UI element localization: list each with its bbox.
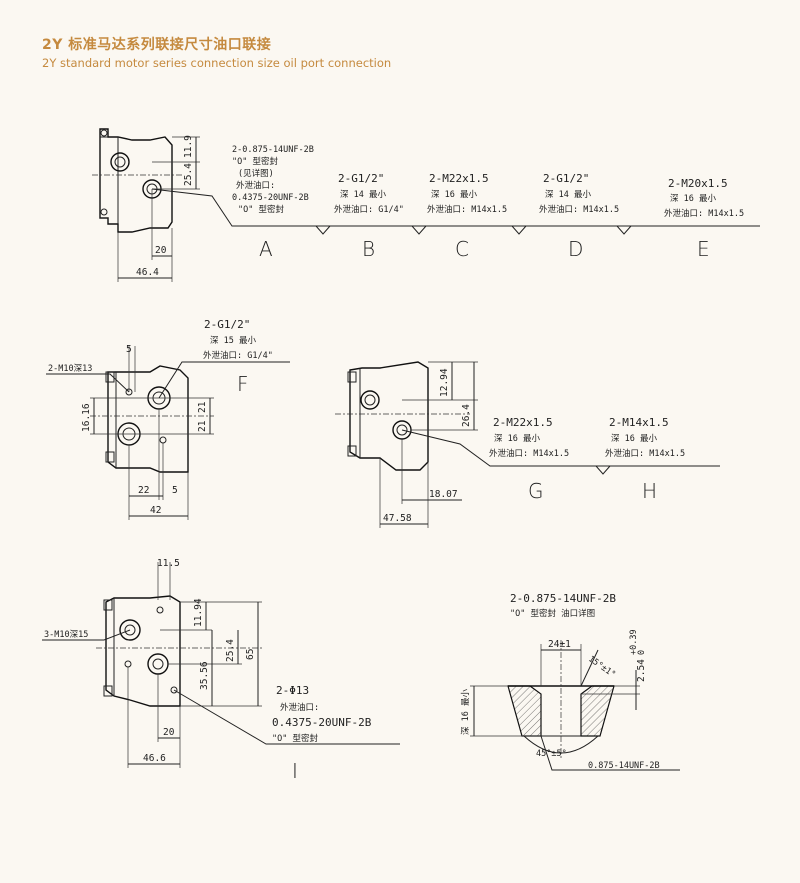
view-top-note-6: "O" 型密封 [238, 204, 284, 215]
detail-section-left [507, 685, 542, 737]
view-g-line-2: 深 16 最小 [494, 433, 540, 444]
detail-dim-depth: 深 16 最小 [460, 689, 471, 735]
view-top-body [99, 128, 173, 233]
view-i: 11.5 11.94 25.4 35.56 65 20 46.6 3-M10深1… [42, 558, 400, 783]
detail-dim-tol-plus: +0.39 [629, 629, 639, 655]
option-letter-f: F [237, 372, 249, 396]
detail-section-right [580, 685, 615, 737]
view-f: 16.16 21 21 5 22 5 42 2-M10深13 2-G1/2" 深… [46, 318, 290, 520]
detail-dim-tol-zero: 0 [637, 650, 647, 655]
detail-title-1: 2-0.875-14UNF-2B [510, 592, 616, 605]
view-i-dim-11-5: 11.5 [157, 558, 180, 569]
option-c-line-3: 外泄油口: M14x1.5 [427, 204, 507, 215]
detail-dim-24: 24±1 [548, 639, 571, 650]
option-letter-d: D [568, 237, 583, 261]
view-f-dim-21-a: 21 [197, 401, 208, 413]
option-letter-h: H [642, 479, 657, 503]
view-top-dim-25-4: 25.4 [183, 163, 194, 186]
view-g-line-1: 2-M22x1.5 [493, 416, 553, 429]
view-i-dim-20: 20 [163, 727, 175, 738]
option-letter-b: B [362, 237, 375, 261]
option-e-line-3: 外泄油口: M14x1.5 [664, 208, 744, 219]
view-gh-dim-26-4: 26.4 [461, 404, 472, 427]
option-letter-a: A [259, 237, 273, 261]
view-h-line-3: 外泄油口: M14x1.5 [605, 448, 685, 459]
view-f-dim-5-top: 5 [126, 344, 132, 355]
view-top-dim-20: 20 [155, 245, 167, 256]
view-i-port-line-2: 外泄油口: [280, 702, 319, 713]
view-h-line-1: 2-M14x1.5 [609, 416, 669, 429]
header: 2Y 标准马达系列联接尺寸油口联接 2Y standard motor seri… [42, 34, 391, 70]
option-b-line-2: 深 14 最小 [340, 189, 386, 200]
view-f-bolt-label: 2-M10深13 [48, 364, 92, 374]
page-title: 2Y 标准马达系列联接尺寸油口联接 [42, 37, 272, 53]
view-i-port-lower [147, 653, 169, 675]
view-top-note-1: 2-0.875-14UNF-2B [232, 145, 314, 155]
view-i-dim-46-6: 46.6 [143, 753, 166, 764]
view-top-port-upper [110, 152, 130, 172]
option-d-line-3: 外泄油口: M14x1.5 [539, 204, 619, 215]
detail-dim-angle15: 15°±1° [586, 654, 617, 680]
view-gh-body [349, 361, 429, 471]
view-i-bolt-label: 3-M10深15 [44, 630, 88, 640]
detail-dim-angle45: 45°±5° [536, 749, 567, 759]
option-d-line-2: 深 14 最小 [545, 189, 591, 200]
option-d-line-1: 2-G1/2" [543, 172, 589, 185]
view-i-dim-65: 65 [245, 649, 256, 660]
view-i-port-line-4: "O" 型密封 [272, 733, 318, 744]
view-top-dim-46-4: 46.4 [136, 267, 159, 278]
view-i-port-line-3: 0.4375-20UNF-2B [272, 716, 372, 729]
option-e-line-1: 2-M20x1.5 [668, 177, 728, 190]
page-subtitle: 2Y standard motor series connection size… [42, 56, 392, 70]
option-c-line-1: 2-M22x1.5 [429, 172, 489, 185]
view-top-note-3: (见详图) [238, 168, 274, 179]
view-f-dim-42: 42 [150, 505, 161, 516]
view-i-dim-25-4: 25.4 [225, 639, 236, 662]
view-f-port-line-1: 2-G1/2" [204, 318, 250, 331]
view-i-port-line-1: 2-Φ13 [276, 684, 309, 697]
option-b-line-3: 外泄油口: G1/4" [334, 204, 404, 215]
view-f-dim-22: 22 [138, 485, 149, 496]
view-i-body [105, 595, 181, 707]
view-gh-dim-47-58: 47.58 [383, 513, 412, 524]
view-f-port-line-2: 深 15 最小 [210, 335, 256, 346]
view-top-dim-11-9: 11.9 [183, 135, 194, 158]
view-i-port-upper [119, 619, 141, 641]
detail-dim-2-54: 2.54 [636, 659, 647, 682]
view-gh: 12.94 26.4 18.07 47.58 2-M22x1.5 深 16 最小… [335, 361, 720, 528]
option-letter-e: E [697, 237, 710, 261]
view-top-note-5: 0.4375-20UNF-2B [232, 193, 309, 203]
port-detail: 2-0.875-14UNF-2B "O" 型密封 油口详图 24±1 15°±1… [460, 592, 680, 771]
view-top-note-4: 外泄油口: [236, 180, 275, 191]
view-f-dim-5-bottom: 5 [172, 485, 178, 496]
view-f-dim-16-16: 16.16 [81, 403, 92, 432]
view-h-line-2: 深 16 最小 [611, 433, 657, 444]
view-gh-dim-12-94: 12.94 [439, 368, 450, 397]
option-letter-i: I [292, 759, 298, 783]
option-e-line-2: 深 16 最小 [670, 193, 716, 204]
view-top: 11.9 25.4 20 46.4 2-0.875-14UNF-2B "O" 型… [92, 128, 760, 282]
view-i-dim-11-94: 11.94 [193, 598, 204, 627]
option-b-line-1: 2-G1/2" [338, 172, 384, 185]
view-top-note-2: "O" 型密封 [232, 156, 278, 167]
detail-thread-label: 0.875-14UNF-2B [588, 761, 660, 771]
view-gh-port-upper [360, 390, 380, 410]
view-g-line-3: 外泄油口: M14x1.5 [489, 448, 569, 459]
option-letter-g: G [528, 479, 544, 503]
detail-title-2: "O" 型密封 油口详图 [510, 608, 595, 619]
option-letter-c: C [455, 237, 469, 261]
view-f-dim-21-b: 21 [197, 420, 208, 432]
view-f-body [107, 365, 189, 473]
option-c-line-2: 深 16 最小 [431, 189, 477, 200]
view-gh-dim-18-07: 18.07 [429, 489, 458, 500]
view-i-dim-35-56: 35.56 [199, 661, 210, 690]
view-f-port-line-3: 外泄油口: G1/4" [203, 350, 273, 361]
